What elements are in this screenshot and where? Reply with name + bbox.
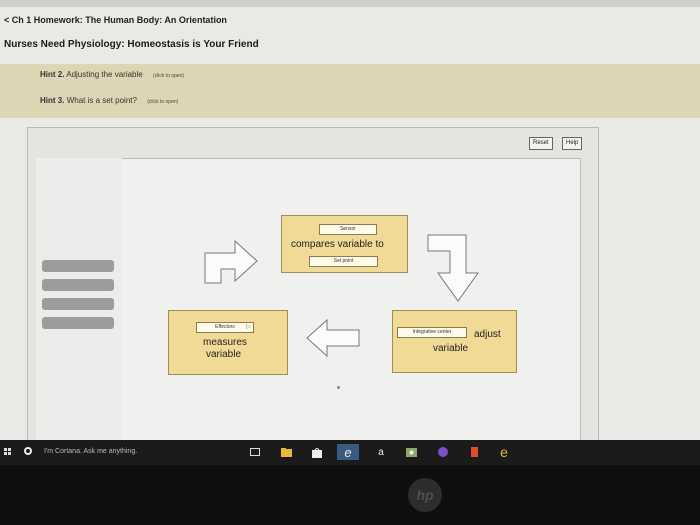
set-point-label-target[interactable]: Set point [309,256,378,267]
browser-screen: < Ch 1 Homework: The Human Body: An Orie… [0,0,700,440]
bent-arrow-down-icon [427,234,479,302]
drag-dot [337,386,340,389]
integrative-description-2: variable [433,343,469,354]
effectors-description-2: variable [206,349,242,360]
store-icon[interactable] [310,444,324,460]
empty-label-slot[interactable] [42,317,114,329]
hint-3-label: Hint 3. [40,96,65,105]
empty-label-slot[interactable] [42,260,114,272]
windows-start-icon[interactable] [4,448,11,455]
empty-label-slot[interactable] [42,298,114,310]
edge-browser-icon[interactable]: e [337,444,359,460]
url-strip [0,0,700,7]
diagram-stage [122,158,581,440]
integrative-center-label-target[interactable]: Integrative center [397,327,467,338]
empty-label-slot[interactable] [42,279,114,291]
integrative-description-1: adjust [474,329,501,340]
hint-3-text: What is a set point? [66,96,137,105]
amazon-icon[interactable]: a [378,446,384,458]
remove-icon[interactable]: ▷ [246,324,251,330]
hint-2-label: Hint 2. [40,70,65,79]
hint-panel [0,64,700,118]
hint-3[interactable]: Hint 3. What is a set point? (click to o… [40,96,178,105]
media-player-icon[interactable] [436,444,450,460]
laptop-bezel [0,465,700,525]
page-title: Nurses Need Physiology: Homeostasis is Y… [4,39,259,50]
effectors-box [168,310,288,375]
reset-button[interactable]: Reset [529,137,553,150]
office-icon[interactable] [467,444,481,460]
effectors-label: Effectors [215,324,235,330]
bent-arrow-right-icon [204,239,258,284]
sensor-description: compares variable to [291,239,384,250]
photos-icon[interactable] [404,444,418,460]
file-explorer-icon[interactable] [279,444,293,460]
help-button[interactable]: Help [562,137,583,150]
cortana-search-box[interactable]: I'm Cortana. Ask me anything. [44,448,138,455]
internet-explorer-icon[interactable]: e [500,444,508,460]
back-to-homework-link[interactable]: < Ch 1 Homework: The Human Body: An Orie… [4,15,227,25]
hint-2-text: Adjusting the variable [66,70,143,79]
effectors-label-target[interactable]: Effectors ▷ [196,322,254,333]
integrative-center-box [392,310,517,373]
hp-logo: hp [408,478,442,512]
cortana-icon[interactable] [24,447,32,455]
hint-2-open[interactable]: (click to open) [152,73,185,79]
arrow-left-icon [306,318,360,358]
hint-2[interactable]: Hint 2. Adjusting the variable (click to… [40,70,184,79]
sensor-label-target[interactable]: Sensor [319,224,377,235]
hint-3-open[interactable]: (click to open) [147,99,179,105]
task-view-icon[interactable] [248,444,262,460]
effectors-description-1: measures [203,337,247,348]
